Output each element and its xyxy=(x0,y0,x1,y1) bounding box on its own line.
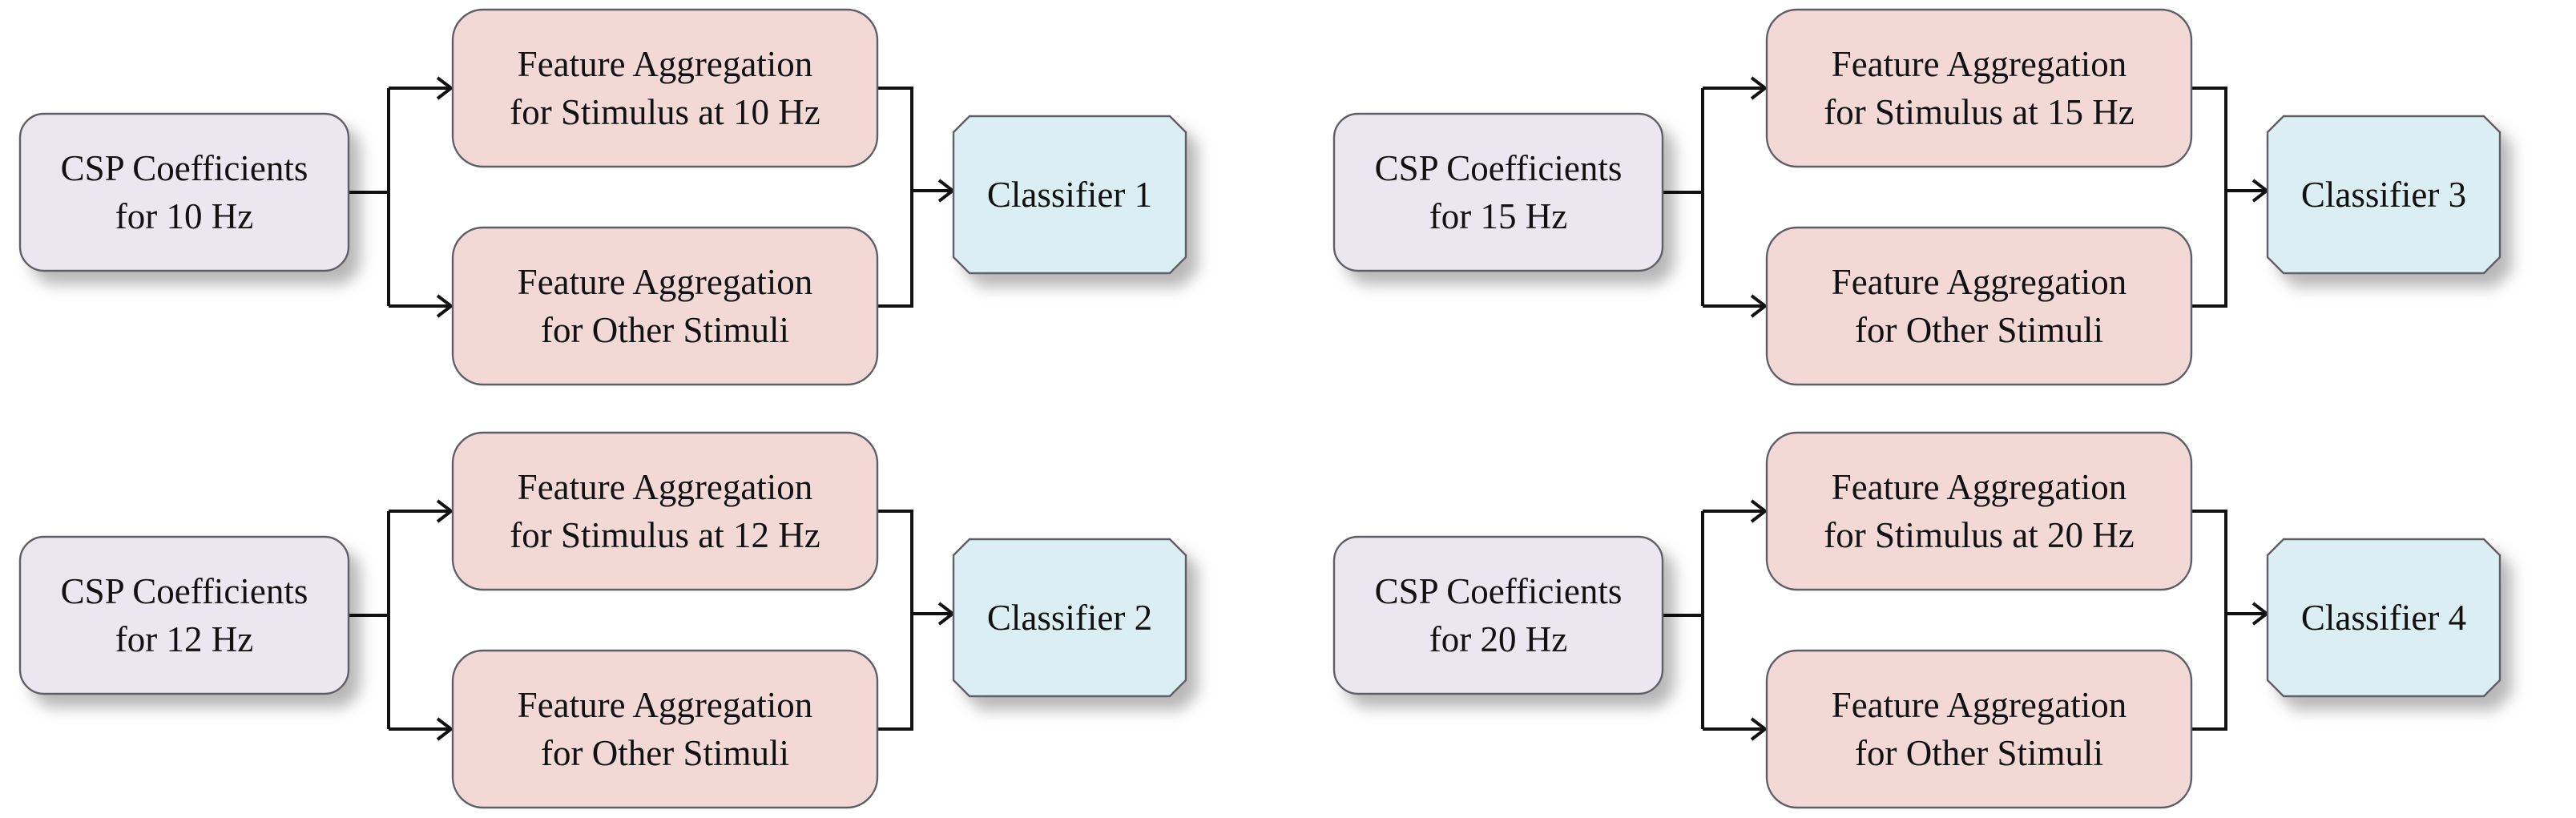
classifier-box: Classifier 3 xyxy=(2266,115,2501,275)
arrow-head-icon xyxy=(436,717,454,741)
classifier-label: Classifier 3 xyxy=(2301,175,2466,215)
arrow-head-icon xyxy=(1750,499,1768,523)
classifier-label: Classifier 1 xyxy=(987,175,1152,215)
classifier-box: Classifier 2 xyxy=(952,538,1187,698)
arrow-head-icon xyxy=(436,294,454,318)
connectors xyxy=(349,76,956,318)
arrow-head-icon xyxy=(1750,717,1768,741)
connectors xyxy=(1663,499,2270,741)
arrow-head-icon xyxy=(1750,294,1768,318)
arrow-head-icon xyxy=(1750,76,1768,100)
arrow-head-icon xyxy=(436,499,454,523)
classifier-label: Classifier 2 xyxy=(987,598,1152,638)
classifier-label: Classifier 4 xyxy=(2301,598,2466,638)
connectors xyxy=(1663,76,2270,318)
classifier-box: Classifier 4 xyxy=(2266,538,2501,698)
connectors xyxy=(349,499,956,741)
classifier-box: Classifier 1 xyxy=(952,115,1187,275)
arrow-head-icon xyxy=(436,76,454,100)
